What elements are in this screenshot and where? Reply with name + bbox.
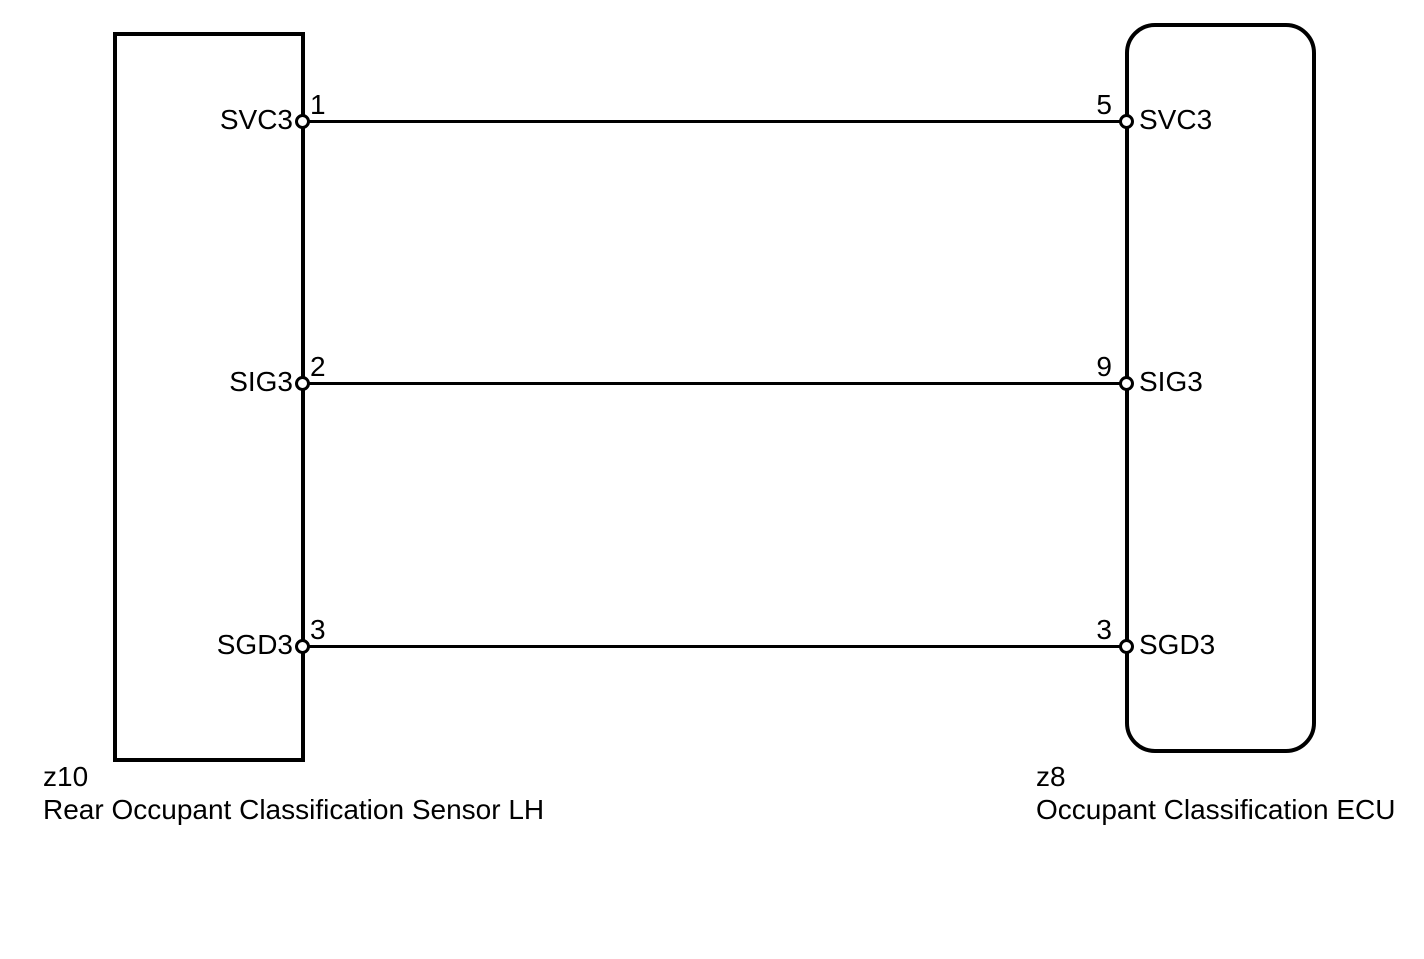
right-pin-label-svc3: SVC3 bbox=[1139, 104, 1213, 135]
right-component-id: z8 bbox=[1036, 761, 1066, 792]
wire-sgd3 bbox=[303, 645, 1127, 648]
left-pin-label-svc3: SVC3 bbox=[219, 104, 293, 135]
right-pin-number-3: 3 bbox=[1096, 614, 1112, 645]
left-pin-terminal-svc3 bbox=[295, 114, 310, 129]
left-pin-label-sig3: SIG3 bbox=[229, 366, 293, 397]
right-pin-label-sig3: SIG3 bbox=[1139, 366, 1203, 397]
left-pin-number-2: 2 bbox=[310, 351, 326, 382]
left-component-id: z10 bbox=[43, 761, 89, 792]
left-component-box bbox=[113, 32, 305, 762]
right-pin-terminal-sig3 bbox=[1119, 376, 1134, 391]
wire-sig3 bbox=[303, 382, 1127, 385]
right-pin-number-5: 5 bbox=[1096, 89, 1112, 120]
left-component-name: Rear Occupant Classification Sensor LH bbox=[43, 794, 545, 825]
right-pin-terminal-sgd3 bbox=[1119, 639, 1134, 654]
right-pin-label-sgd3: SGD3 bbox=[1139, 629, 1216, 660]
wire-svc3 bbox=[303, 120, 1127, 123]
left-pin-terminal-sig3 bbox=[295, 376, 310, 391]
left-pin-number-3: 3 bbox=[310, 614, 326, 645]
left-pin-number-1: 1 bbox=[310, 89, 326, 120]
right-component-name: Occupant Classification ECU bbox=[1036, 794, 1396, 825]
left-pin-terminal-sgd3 bbox=[295, 639, 310, 654]
right-pin-number-9: 9 bbox=[1096, 351, 1112, 382]
right-pin-terminal-svc3 bbox=[1119, 114, 1134, 129]
left-pin-label-sgd3: SGD3 bbox=[216, 629, 293, 660]
